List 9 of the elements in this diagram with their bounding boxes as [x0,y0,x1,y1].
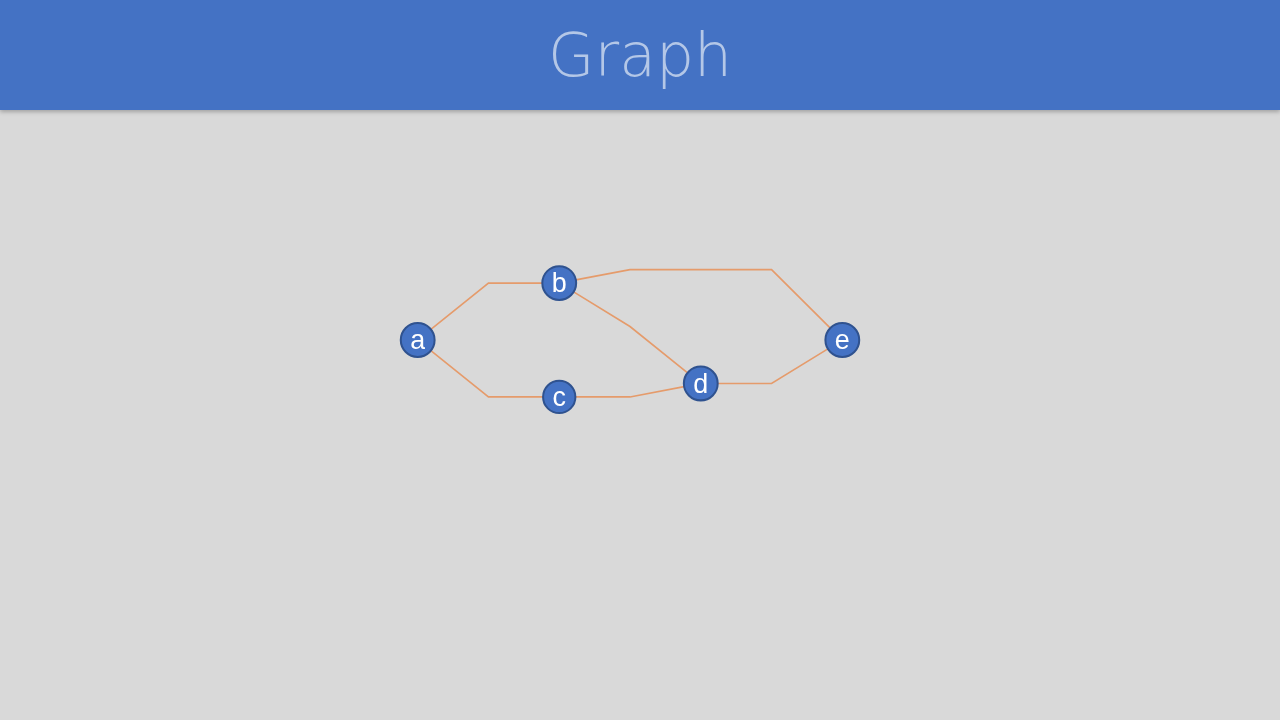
vertex-circle: a [399,322,436,358]
vertex-circle: d [682,365,719,402]
vertex-circle: b [541,265,578,301]
title: Graph [548,20,732,90]
edge-line [575,268,832,329]
vertex-circle: c [542,379,577,415]
vertex-circle: e [824,322,861,358]
edge-line [572,291,689,374]
edge-line [430,349,544,398]
